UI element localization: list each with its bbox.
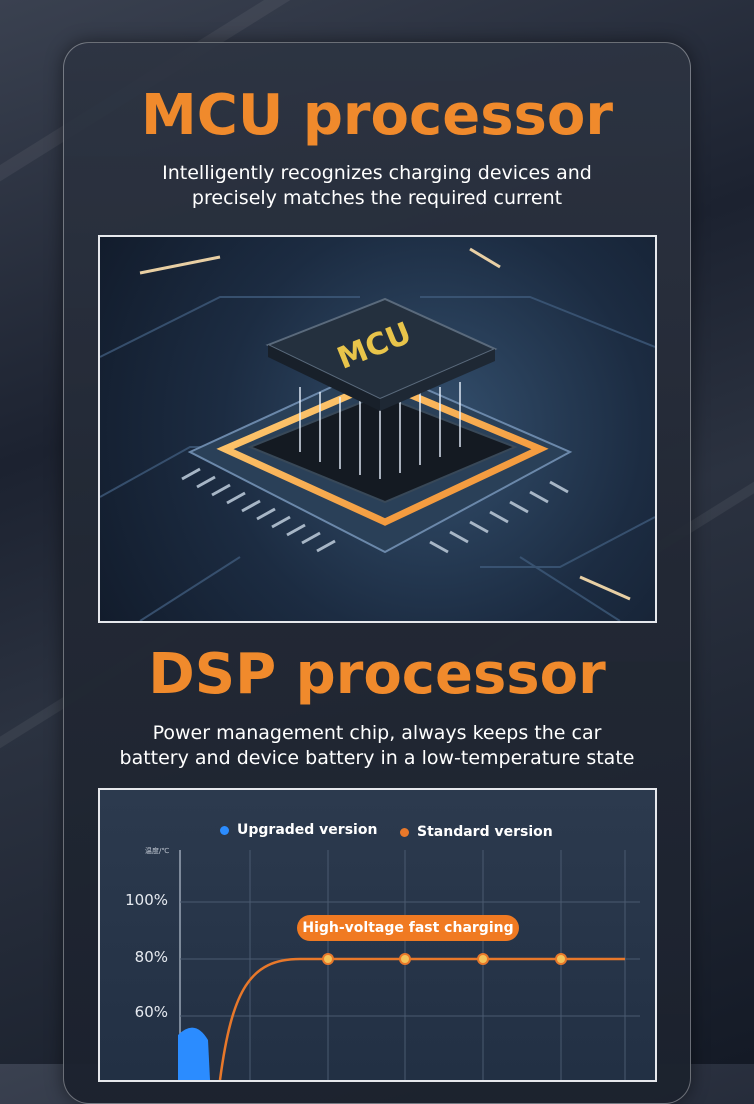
dsp-title: DSP processor [148,642,606,707]
fast-charging-annotation: High-voltage fast charging [297,915,519,941]
series-standard-point [322,953,334,965]
y-tick-80: 80% [134,948,168,966]
legend-item-upgraded: Upgraded version [220,822,377,838]
mcu-title: MCU processor [141,83,613,148]
series-standard-point [555,953,567,965]
series-standard-point [477,953,489,965]
dsp-subtitle-line1: Power management chip, always keeps the … [152,722,602,744]
mcu-subtitle-line1: Intelligently recognizes charging device… [162,162,592,184]
legend-dot-blue-icon [220,825,229,835]
legend-label-standard: Standard version [417,824,553,840]
legend-dot-orange-icon [400,827,409,837]
legend-item-standard: Standard version [400,824,553,840]
dsp-subtitle-line2: battery and device battery in a low-temp… [119,747,635,769]
y-tick-100: 100% [125,891,168,909]
mcu-subtitle-line2: precisely matches the required current [191,187,563,209]
mcu-chip-image: MCU [98,235,657,623]
y-axis-unit-label: 温度/℃ [145,847,170,855]
series-standard-line [218,957,625,1080]
y-tick-60: 60% [134,1003,168,1021]
legend-label-upgraded: Upgraded version [237,822,378,838]
series-standard-point [399,953,411,965]
mcu-chip-illustration: MCU [100,247,655,621]
series-upgraded-area [178,1027,210,1080]
